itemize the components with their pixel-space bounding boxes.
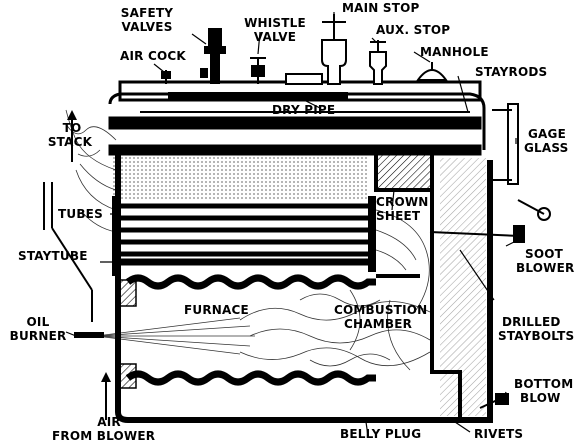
label-air-from-blower-line1: AIR	[97, 415, 121, 429]
label-whistle-valve-line1: WHISTLE	[244, 16, 306, 30]
label-bottom-blow-line1: BOTTOM	[514, 377, 574, 391]
label-drilled-staybolts-line1: DRILLED	[502, 315, 561, 329]
flame	[95, 289, 431, 371]
label-manhole: MANHOLE	[420, 45, 489, 59]
stack-uptake	[43, 182, 93, 322]
label-to-stack-line1: TO	[62, 121, 82, 135]
label-gage-glass-line1: GAGE	[528, 127, 566, 141]
label-oil-burner-line1: OIL	[26, 315, 50, 329]
furnace-crown	[125, 274, 376, 290]
label-rivets: RIVETS	[474, 427, 524, 441]
label-crown-sheet-line2: SHEET	[376, 209, 421, 223]
label-main-stop: MAIN STOP	[342, 1, 420, 15]
soot-blower	[429, 199, 551, 243]
chamber-gas	[375, 209, 430, 311]
front-tube-sheet	[112, 196, 120, 276]
label-soot-blower-line1: SOOT	[525, 247, 564, 261]
main-stop-valve	[285, 14, 347, 85]
front-wall-lower	[119, 363, 137, 389]
label-staytube: STAYTUBE	[18, 249, 88, 263]
label-safety-valves-line1: SAFETY	[120, 6, 174, 20]
label-to-stack-line2: STACK	[47, 135, 93, 149]
furnace-bottom	[125, 370, 376, 386]
air-arrowhead	[101, 372, 111, 382]
oil-burner	[74, 332, 104, 338]
bottom-blow	[479, 393, 509, 409]
label-belly-plug: BELLY PLUG	[340, 427, 422, 441]
water-leg-hatch	[440, 158, 486, 416]
label-drilled-staybolts-line2: STAYBOLTS	[498, 329, 575, 343]
shell-outer	[115, 154, 493, 423]
label-furnace: FURNACE	[184, 303, 249, 317]
exhaust-gas	[65, 109, 117, 233]
aux-stop-valve	[369, 40, 387, 85]
leader-lines	[65, 12, 523, 437]
combustion-chamber-wall	[374, 150, 462, 418]
label-soot-blower-line2: BLOWER	[516, 261, 575, 275]
label-aux-stop: AUX. STOP	[376, 23, 451, 37]
label-crown-sheet-line1: CROWN	[376, 195, 429, 209]
label-dry-pipe: DRY PIPE	[272, 103, 336, 117]
air-cock	[161, 70, 171, 84]
label-bottom-blow-line2: BLOW	[520, 391, 561, 405]
label-combustion-chamber-line1: COMBUSTION	[334, 303, 428, 317]
boiler-shell	[108, 92, 486, 156]
front-wall-upper	[119, 279, 137, 307]
label-combustion-chamber-line2: CHAMBER	[344, 317, 413, 331]
gage-glass	[492, 103, 519, 185]
safety-valves	[200, 28, 226, 84]
fire-tubes	[116, 203, 372, 257]
manhole	[416, 62, 448, 81]
label-whistle-valve-line2: VALVE	[253, 30, 297, 44]
water-space-hatch	[112, 156, 368, 200]
label-stayrods: STAYRODS	[475, 65, 548, 79]
label-air-from-blower-line2: FROM BLOWER	[52, 429, 156, 443]
rear-tube-sheet	[368, 196, 376, 272]
whistle-valve	[250, 57, 266, 84]
label-air-cock: AIR COCK	[120, 49, 186, 63]
to-stack-arrowhead	[67, 110, 77, 120]
label-safety-valves-line2: VALVES	[121, 20, 173, 34]
label-gage-glass-line2: GLASS	[524, 141, 569, 155]
label-oil-burner-line2: BURNER	[9, 329, 67, 343]
label-tubes: TUBES	[58, 207, 103, 221]
crown-sheet-hatch	[378, 154, 430, 188]
